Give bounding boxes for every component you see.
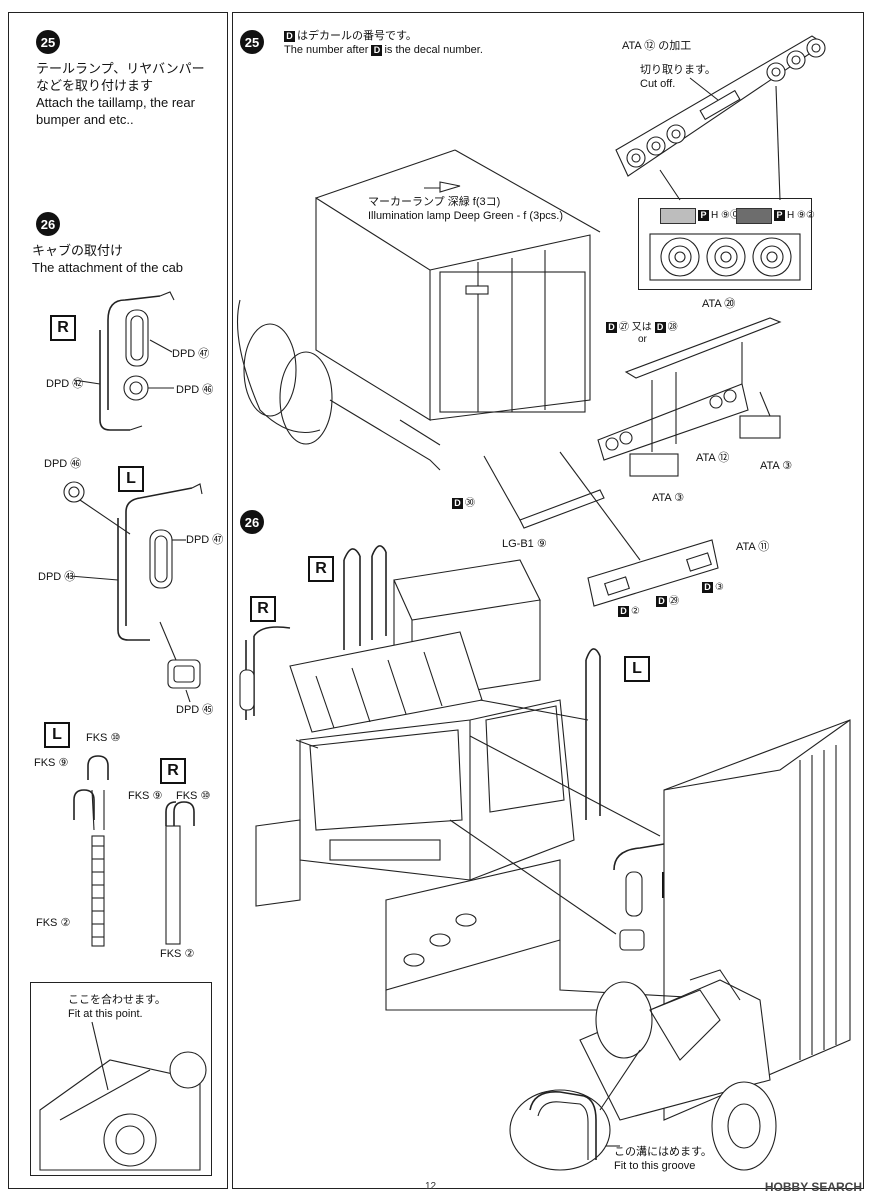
decal-30-num: ㉚: [465, 498, 475, 510]
step-25-jp-line2: などを取り付けます: [36, 78, 154, 93]
decal-or-en: or: [638, 334, 647, 345]
mirror-r-label-47: DPD ㊼: [172, 348, 210, 360]
watermark: HOBBY SEARCH: [764, 1180, 862, 1194]
marker-lamp-en: Illumination lamp Deep Green - f (3pcs.): [368, 210, 564, 222]
left-panel-frame: [8, 12, 228, 1189]
rear-bumper-parts-drawing: [597, 317, 782, 477]
decal-or-jp: 又は: [631, 322, 652, 334]
part-ata20: ATA ⑳: [702, 298, 736, 310]
cab-r-label-1: R: [308, 556, 334, 582]
right-panel-frame: [232, 12, 864, 1189]
paint-detail-box: [638, 198, 812, 290]
inset-jp: ここを合わせます。: [68, 994, 166, 1006]
step-26-badge-right: 26: [240, 510, 264, 534]
step-25-badge-right: 25: [240, 30, 264, 54]
ladder-r-side-label: R: [160, 758, 186, 784]
part-lgb1: LG-B1 ⑨: [502, 538, 547, 550]
paint-p-badge-2: P: [774, 210, 785, 221]
step-25-en-line2: bumper and etc..: [36, 112, 134, 127]
marker-lamp-jp: マーカーランプ 深緑 f(3コ): [368, 196, 501, 208]
decal-28: ㉘: [667, 322, 678, 334]
cab-l-label-1: L: [624, 656, 650, 682]
groove-jp: この溝にはめます。: [614, 1146, 712, 1158]
ata12-cut-en: Cut off.: [640, 78, 676, 90]
mirror-l-label-47: DPD ㊼: [186, 534, 224, 546]
paint-chip-h90: [660, 208, 696, 224]
ladder-l-fks2: FKS ②: [36, 917, 71, 929]
step-25-badge-left: 25: [36, 30, 60, 54]
mirror-r-label-46: DPD ㊻: [176, 384, 214, 396]
step-25-jp-line1: テールランプ、リヤバンパー: [36, 61, 205, 76]
part-ata3-right: ATA ③: [760, 460, 793, 472]
ladder-r-fks2: FKS ②: [160, 948, 195, 960]
ladder-r-fks9: FKS ⑨: [128, 790, 163, 802]
inset-frame: [30, 982, 212, 1176]
ladder-l-drawing: [73, 755, 109, 947]
inset-en: Fit at this point.: [68, 1008, 143, 1020]
part-ata11: ATA ⑪: [736, 541, 770, 553]
mirror-l-label-43: DPD ㊸: [38, 571, 76, 583]
decal-d-badge: D: [284, 30, 295, 42]
mirror-r-drawing: [73, 291, 175, 431]
mirror-l-drawing: [63, 481, 203, 703]
ladder-l-fks9: FKS ⑨: [34, 757, 69, 769]
ata12-cut-jp: 切り取ります。: [640, 64, 716, 76]
step-26-en: The attachment of the cab: [32, 260, 184, 275]
mirror-l-label-45: DPD ㊺: [176, 704, 214, 716]
ladder-r-drawing: [165, 801, 195, 945]
mirror-r-label-42: DPD ㊷: [46, 378, 84, 390]
decal-note-jp-text: はデカールの番号です。: [297, 30, 417, 42]
inset-drawing: [39, 1021, 207, 1171]
paint-p-badge-1: P: [698, 210, 709, 221]
step-25-en-line1: Attach the taillamp, the rear: [36, 95, 195, 110]
paint-label-h92-text: H ⑨②: [787, 210, 815, 222]
paint-chip-h92: [736, 208, 772, 224]
decal-note-en-before: The number after: [284, 44, 369, 56]
step-26-badge-left: 26: [36, 212, 60, 236]
chassis-drawing: [385, 940, 777, 1171]
ladder-l-fks10: FKS ⑩: [86, 732, 121, 744]
cab-drawing: [239, 545, 665, 991]
decal-d-30: D: [452, 498, 463, 509]
decal-3-num: ③: [715, 582, 724, 594]
mirror-r-side-label: R: [50, 315, 76, 341]
mirror-l-side-label: L: [118, 466, 144, 492]
page-number: 12: [425, 1181, 437, 1192]
groove-en: Fit to this groove: [614, 1160, 696, 1172]
part-ata12: ATA ⑫: [696, 452, 730, 464]
part-ata3-left: ATA ③: [652, 492, 685, 504]
decal-d-3: D: [702, 582, 713, 593]
decal-2-num: ②: [631, 606, 640, 618]
ata12-cut-drawing: [615, 35, 826, 201]
decal-d-28: D: [654, 322, 666, 333]
decal-d-2: D: [618, 606, 629, 617]
ladder-r-fks10: FKS ⑩: [176, 790, 211, 802]
paint-label-h90-text: H ⑨⓪: [711, 210, 740, 222]
ata12-title: ATA ⑫ の加工: [622, 40, 692, 52]
ladder-l-side-label: L: [44, 722, 70, 748]
decal-29-num: ㉙: [669, 596, 679, 608]
decal-d-29: D: [656, 596, 667, 607]
mirror-l-label-46: DPD ㊻: [44, 458, 82, 470]
decal-27: ㉗: [619, 322, 629, 334]
cab-r-label-2: R: [250, 596, 276, 622]
license-lamp-drawing: [483, 451, 719, 607]
decal-d-27: D: [606, 322, 617, 333]
decal-d-badge-en: D: [371, 44, 383, 56]
trailer-rear-drawing: [236, 149, 601, 471]
step-26-jp: キャブの取付け: [32, 243, 124, 258]
decal-note-en-after: is the decal number.: [384, 44, 483, 56]
paint-detail-lamps: [649, 233, 801, 281]
